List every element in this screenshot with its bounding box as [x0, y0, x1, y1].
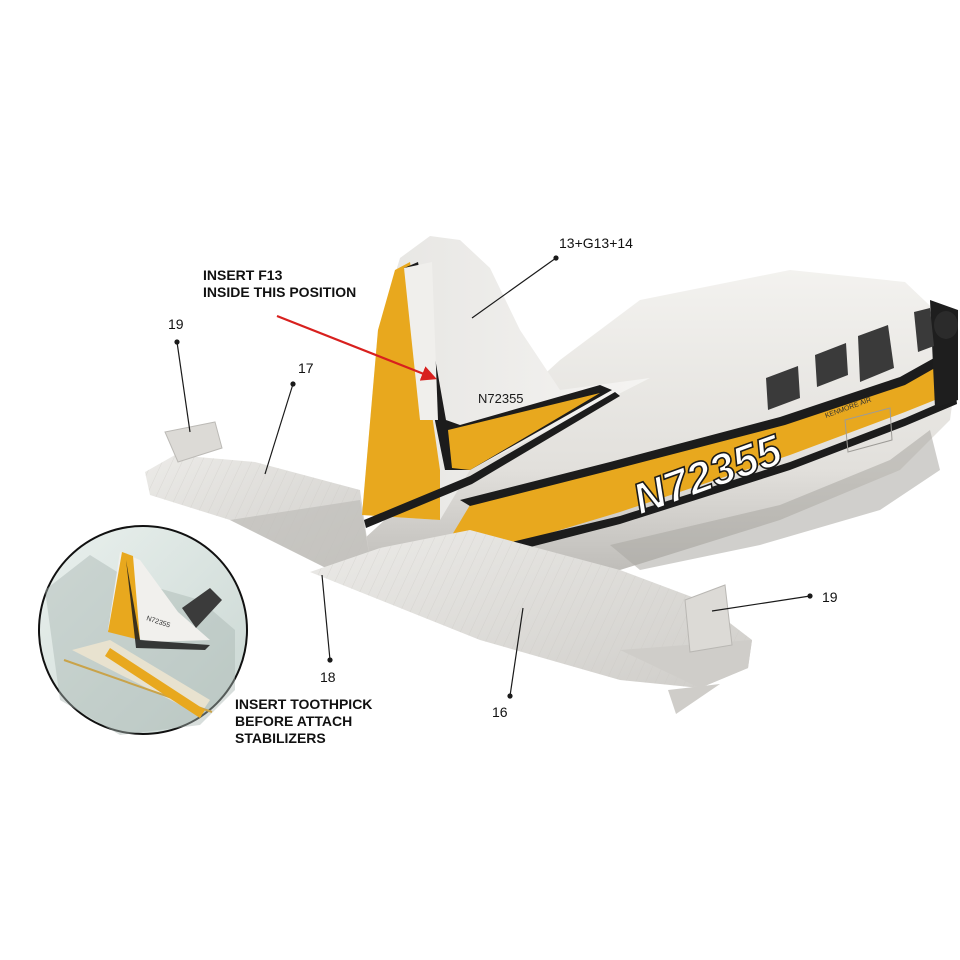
leader-tip-right: [711, 595, 811, 612]
leader-tip-left: [176, 341, 191, 433]
leader-fin-parts: [471, 257, 557, 319]
leader-stab-right: [509, 607, 524, 697]
callout-tip-left: 19: [168, 316, 184, 332]
callout-toothpick-pt: 18: [320, 669, 336, 685]
vertical-fin: N72355: [362, 236, 650, 528]
fin-registration: N72355: [478, 391, 524, 406]
right-tip-fin: [668, 584, 733, 714]
cabin-windows: [766, 308, 934, 453]
red-arrow: [276, 314, 437, 381]
note-insert-toothpick: INSERT TOOTHPICK BEFORE ATTACH STABILIZE…: [235, 696, 373, 746]
callout-stab-right: 16: [492, 704, 508, 720]
leader-toothpick-pt: [321, 574, 331, 661]
left-stabilizer: [145, 455, 370, 570]
right-stabilizer: [310, 530, 752, 688]
engine-nose: [930, 300, 958, 408]
detail-inset: N72355: [38, 525, 248, 735]
note-insert-f13: INSERT F13 INSIDE THIS POSITION: [203, 267, 357, 300]
callout-stab-left: 17: [298, 360, 314, 376]
leader-lines: [174, 255, 813, 699]
leader-stab-left: [264, 383, 294, 475]
left-tip-fin: [164, 421, 223, 463]
callout-tip-right: 19: [822, 589, 838, 605]
callout-fin-parts: 13+G13+14: [559, 235, 633, 251]
